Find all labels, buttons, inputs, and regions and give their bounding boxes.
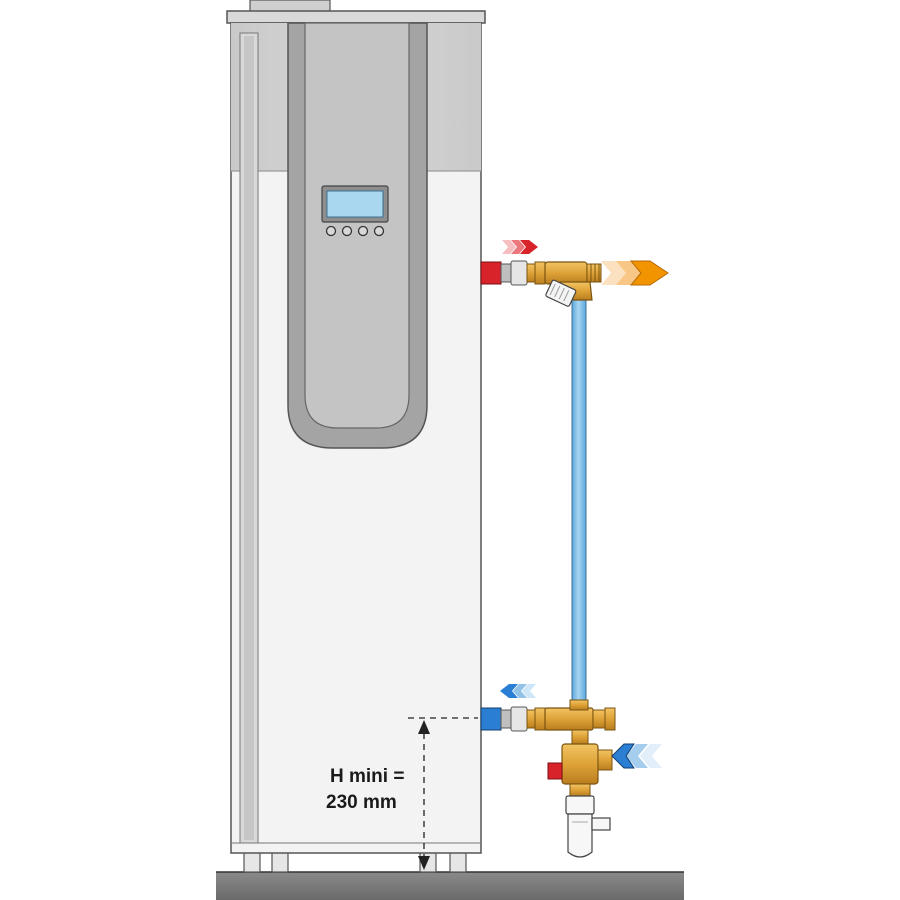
mixing-valve-body [544,261,588,285]
control-buttons [325,225,385,237]
dimension-arrow-down-icon [418,856,430,870]
floor [216,872,684,900]
hot-water-outlet-assembly [480,260,602,307]
dimension-arrow-up-icon [418,720,430,734]
cold-supply-pipe [571,295,587,705]
drain-siphon [565,795,595,815]
cold-water-inlet-assembly [480,699,616,858]
mixed-water-arrow-icon [601,260,669,286]
safety-group-body [561,743,599,785]
min-height-label-line2: 230 mm [326,792,397,813]
control-button [373,225,385,237]
cabinet-top-cap [226,10,486,24]
cold-water-supply-arrow-icon [611,743,662,769]
hot-water-connector [480,261,502,285]
cabinet-feet [243,851,467,873]
control-button [325,225,337,237]
control-button [341,225,353,237]
inlet-tee [544,707,594,731]
cold-water-return-arrow-icon [500,684,536,698]
control-button [357,225,369,237]
hot-water-arrow-icon [502,240,538,254]
minimum-height-dimension: H mini = 230 mm [326,717,478,870]
mixing-valve-cap [545,279,577,307]
display-screen [326,190,384,218]
min-height-label-line1: H mini = [330,766,404,787]
cold-water-connector [480,707,502,731]
front-panel-inner [304,22,410,429]
top-vent-collar [249,0,331,13]
relief-valve-handle [547,762,563,780]
water-heater-cabinet [226,0,486,854]
